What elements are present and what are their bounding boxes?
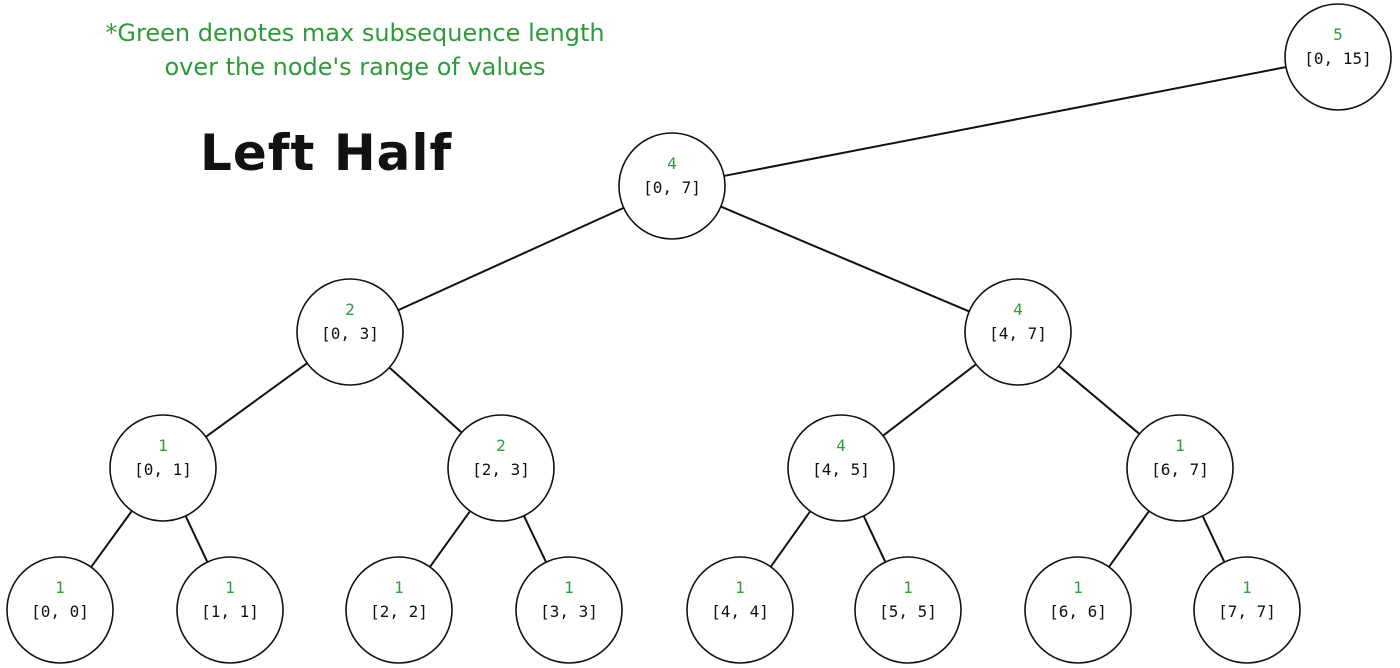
node-range: [0, 0] bbox=[31, 602, 89, 621]
node-circle bbox=[686, 556, 794, 664]
node-circle bbox=[1193, 556, 1301, 664]
node-circle bbox=[6, 556, 114, 664]
node-max-length: 1 bbox=[735, 578, 745, 597]
node-circle bbox=[296, 278, 404, 386]
tree-edge bbox=[1057, 365, 1141, 435]
node-max-length: 5 bbox=[1333, 25, 1343, 44]
node-max-length: 1 bbox=[1073, 578, 1083, 597]
node-circle bbox=[345, 556, 453, 664]
node-range: [3, 3] bbox=[540, 602, 598, 621]
node-circle bbox=[964, 278, 1072, 386]
node-max-length: 2 bbox=[345, 300, 355, 319]
tree-node: 1 [5, 5] bbox=[854, 556, 962, 664]
node-range: [0, 7] bbox=[643, 178, 701, 197]
node-range: [6, 6] bbox=[1049, 602, 1107, 621]
node-circle bbox=[1284, 3, 1392, 111]
tree-edge bbox=[769, 510, 812, 568]
tree-node: 1 [7, 7] bbox=[1193, 556, 1301, 664]
node-max-length: 4 bbox=[836, 436, 846, 455]
node-circle bbox=[447, 414, 555, 522]
tree-node: 1 [6, 6] bbox=[1024, 556, 1132, 664]
tree-node: 1 [2, 2] bbox=[345, 556, 453, 664]
tree-edge bbox=[90, 510, 133, 568]
node-circle bbox=[109, 414, 217, 522]
node-range: [4, 4] bbox=[711, 602, 769, 621]
legend-note: *Green denotes max subsequence length ov… bbox=[60, 16, 650, 84]
tree-node: 1 [0, 1] bbox=[109, 414, 217, 522]
node-max-length: 1 bbox=[903, 578, 913, 597]
node-max-length: 1 bbox=[225, 578, 235, 597]
legend-note-line2: over the node's range of values bbox=[164, 53, 546, 81]
tree-edge bbox=[184, 515, 209, 563]
tree-node: 1 [4, 4] bbox=[686, 556, 794, 664]
tree-edge bbox=[862, 515, 887, 563]
node-max-length: 1 bbox=[158, 436, 168, 455]
node-range: [0, 1] bbox=[134, 460, 192, 479]
tree-node: 1 [3, 3] bbox=[515, 556, 623, 664]
node-range: [7, 7] bbox=[1218, 602, 1276, 621]
legend-note-line1: *Green denotes max subsequence length bbox=[105, 19, 605, 47]
tree-node: 4 [4, 7] bbox=[964, 278, 1072, 386]
node-range: [4, 7] bbox=[989, 324, 1047, 343]
node-range: [4, 5] bbox=[812, 460, 870, 479]
tree-edge bbox=[388, 366, 463, 434]
node-max-length: 1 bbox=[55, 578, 65, 597]
node-circle bbox=[618, 132, 726, 240]
node-max-length: 1 bbox=[394, 578, 404, 597]
tree-node: 1 [6, 7] bbox=[1126, 414, 1234, 522]
tree-edge bbox=[429, 510, 471, 568]
node-range: [6, 7] bbox=[1151, 460, 1209, 479]
tree-node: 4 [0, 7] bbox=[618, 132, 726, 240]
tree-node: 1 [0, 0] bbox=[6, 556, 114, 664]
node-range: [5, 5] bbox=[879, 602, 937, 621]
node-circle bbox=[515, 556, 623, 664]
tree-nodes: 5 [0, 15] 4 [0, 7] 2 [0, 3] 4 [4, 7] 1 [0, 1] 2 [2,… bbox=[6, 3, 1392, 664]
tree-edge bbox=[205, 362, 308, 438]
node-max-length: 1 bbox=[564, 578, 574, 597]
node-max-length: 4 bbox=[1013, 300, 1023, 319]
tree-node: 2 [2, 3] bbox=[447, 414, 555, 522]
tree-node: 5 [0, 15] bbox=[1284, 3, 1392, 111]
node-max-length: 1 bbox=[1242, 578, 1252, 597]
tree-edge bbox=[720, 205, 970, 313]
node-circle bbox=[176, 556, 284, 664]
tree-node: 2 [0, 3] bbox=[296, 278, 404, 386]
tree-edge bbox=[397, 206, 625, 312]
node-circle bbox=[1126, 414, 1234, 522]
node-max-length: 4 bbox=[667, 154, 677, 173]
tree-edge bbox=[1201, 515, 1226, 563]
tree-edge bbox=[1108, 510, 1150, 568]
node-circle bbox=[854, 556, 962, 664]
node-range: [0, 3] bbox=[321, 324, 379, 343]
tree-edges bbox=[90, 66, 1287, 568]
tree-edge bbox=[723, 66, 1287, 177]
tree-node: 1 [1, 1] bbox=[176, 556, 284, 664]
node-circle bbox=[787, 414, 895, 522]
node-max-length: 1 bbox=[1175, 436, 1185, 455]
node-range: [1, 1] bbox=[201, 602, 259, 621]
node-max-length: 2 bbox=[496, 436, 506, 455]
node-range: [2, 2] bbox=[370, 602, 428, 621]
node-range: [0, 15] bbox=[1304, 49, 1371, 68]
node-range: [2, 3] bbox=[472, 460, 530, 479]
tree-edge bbox=[522, 515, 548, 563]
node-circle bbox=[1024, 556, 1132, 664]
section-title: Left Half bbox=[200, 124, 453, 182]
tree-node: 4 [4, 5] bbox=[787, 414, 895, 522]
tree-edge bbox=[882, 363, 977, 437]
